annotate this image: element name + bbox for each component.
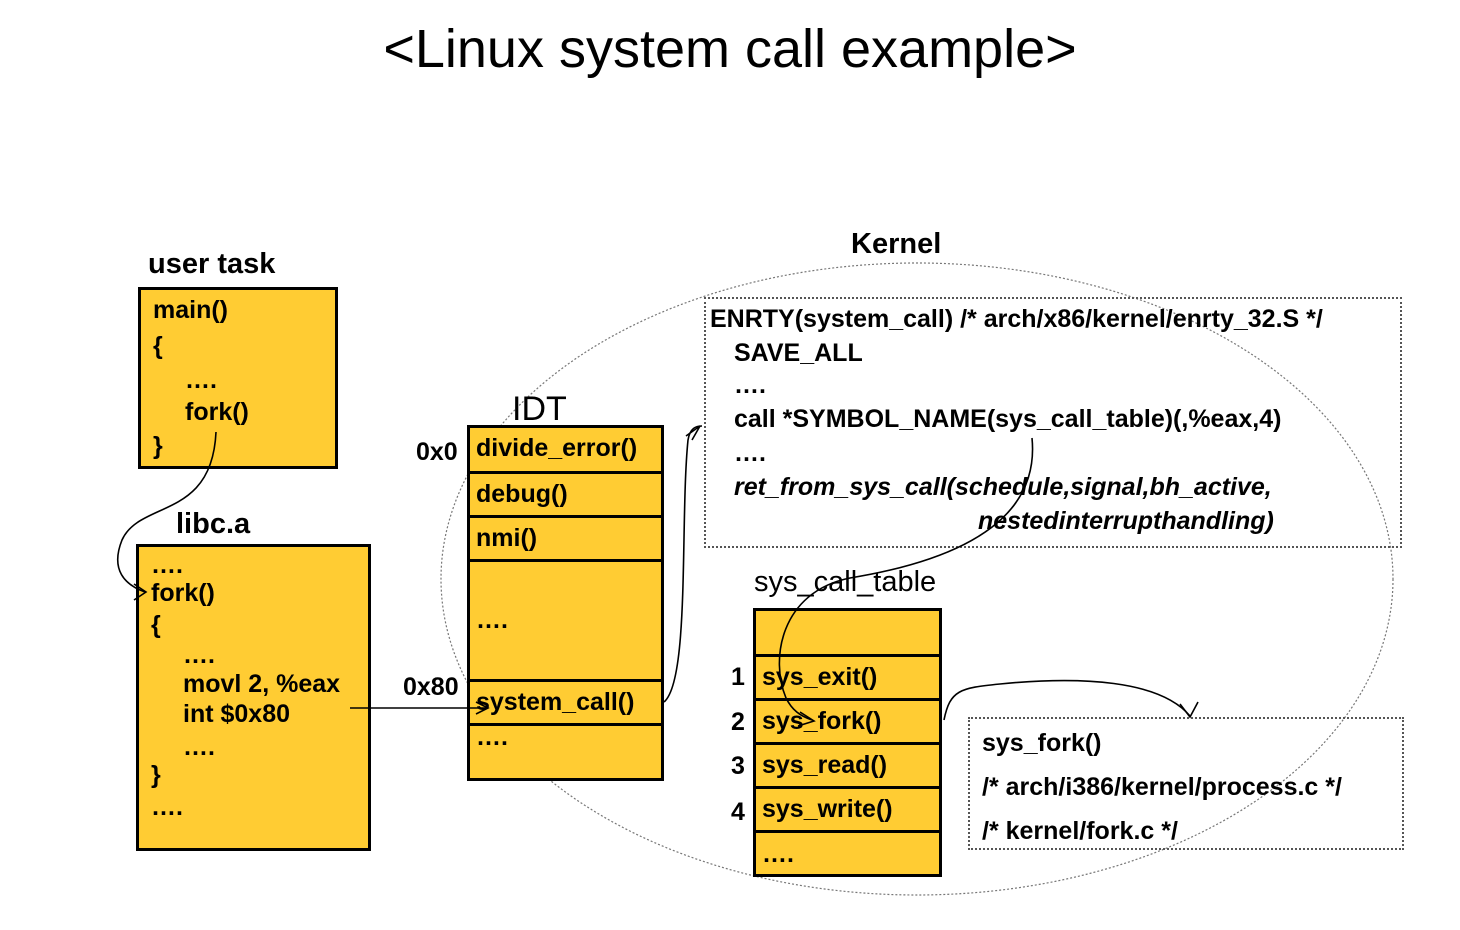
idt-table: divide_error() debug() nmi() …. system_c… <box>467 425 664 781</box>
idt-entry-system-call: system_call() <box>470 682 661 726</box>
sys-call-entry-ellipsis: …. <box>762 840 794 868</box>
arrow-idt-to-kernel <box>663 425 703 703</box>
sys-call-index: 2 <box>731 708 745 736</box>
libc-line: } <box>151 761 161 789</box>
sys-fork-line: sys_fork() <box>982 729 1102 757</box>
arrow-table-to-sysfork <box>943 679 1191 721</box>
libc-int80: int $0x80 <box>183 700 291 728</box>
libc-fork-entry: fork() <box>151 579 215 607</box>
libc-label: libc.a <box>176 508 251 540</box>
user-task-line: …. <box>185 366 217 394</box>
sys-call-entry-fork: sys_fork() <box>756 701 939 745</box>
arrow-head <box>1179 701 1199 719</box>
sys-call-entry-exit: sys_exit() <box>756 657 939 701</box>
idt-entry-ellipsis: …. <box>470 562 661 682</box>
idt-offset-0x0: 0x0 <box>416 438 458 466</box>
kernel-code-box: ENRTY(system_call) /* arch/x86/kernel/en… <box>704 297 1402 548</box>
libc-line: …. <box>151 793 183 821</box>
libc-line: …. <box>183 641 215 669</box>
kernel-code-ret-cont: nestedinterrupthandling) <box>978 507 1274 535</box>
sys-call-entry-read: sys_read() <box>756 745 939 789</box>
libc-line: …. <box>151 551 183 579</box>
user-task-line: { <box>153 332 163 360</box>
sys-call-index: 1 <box>731 663 745 691</box>
user-task-label: user task <box>148 248 276 280</box>
user-task-fork-call: fork() <box>185 398 249 426</box>
libc-box: …. fork() { …. movl 2, %eax int $0x80 ….… <box>136 544 371 851</box>
kernel-code-line: SAVE_ALL <box>734 339 863 367</box>
sys-call-table-label: sys_call_table <box>754 566 937 598</box>
libc-line: …. <box>183 733 215 761</box>
kernel-code-call: call *SYMBOL_NAME(sys_call_table)(,%eax,… <box>734 405 1282 433</box>
idt-entry-ellipsis: …. <box>476 723 508 751</box>
idt-entry-nmi: nmi() <box>470 518 661 562</box>
sys-call-index: 4 <box>731 798 745 826</box>
sys-call-entry-empty <box>756 611 939 657</box>
sys-call-table: sys_exit() sys_fork() sys_read() sys_wri… <box>753 608 942 877</box>
user-task-line: main() <box>153 296 228 324</box>
kernel-code-line: ENRTY(system_call) /* arch/x86/kernel/en… <box>710 305 1323 333</box>
user-task-box: main() { …. fork() } <box>138 287 338 469</box>
libc-movl: movl 2, %eax <box>183 670 341 698</box>
kernel-code-ret: ret_from_sys_call(schedule,signal,bh_act… <box>734 473 1272 501</box>
kernel-code-line: …. <box>734 371 766 399</box>
sys-fork-box: sys_fork() /* arch/i386/kernel/process.c… <box>968 717 1404 850</box>
idt-entry-divide-error: divide_error() <box>470 428 661 474</box>
libc-line: { <box>151 611 161 639</box>
sys-fork-line: /* arch/i386/kernel/process.c */ <box>982 773 1342 801</box>
kernel-code-line: …. <box>734 439 766 467</box>
page-title: <Linux system call example> <box>383 19 1077 79</box>
arrow-head <box>685 425 701 441</box>
sys-call-index: 3 <box>731 752 745 780</box>
idt-entry-debug: debug() <box>470 474 661 518</box>
idt-label: IDT <box>512 390 567 428</box>
user-task-line: } <box>153 432 163 460</box>
idt-offset-0x80: 0x80 <box>403 673 459 701</box>
kernel-label: Kernel <box>851 228 942 260</box>
sys-call-entry-write: sys_write() <box>756 789 939 833</box>
sys-fork-line: /* kernel/fork.c */ <box>982 817 1178 845</box>
